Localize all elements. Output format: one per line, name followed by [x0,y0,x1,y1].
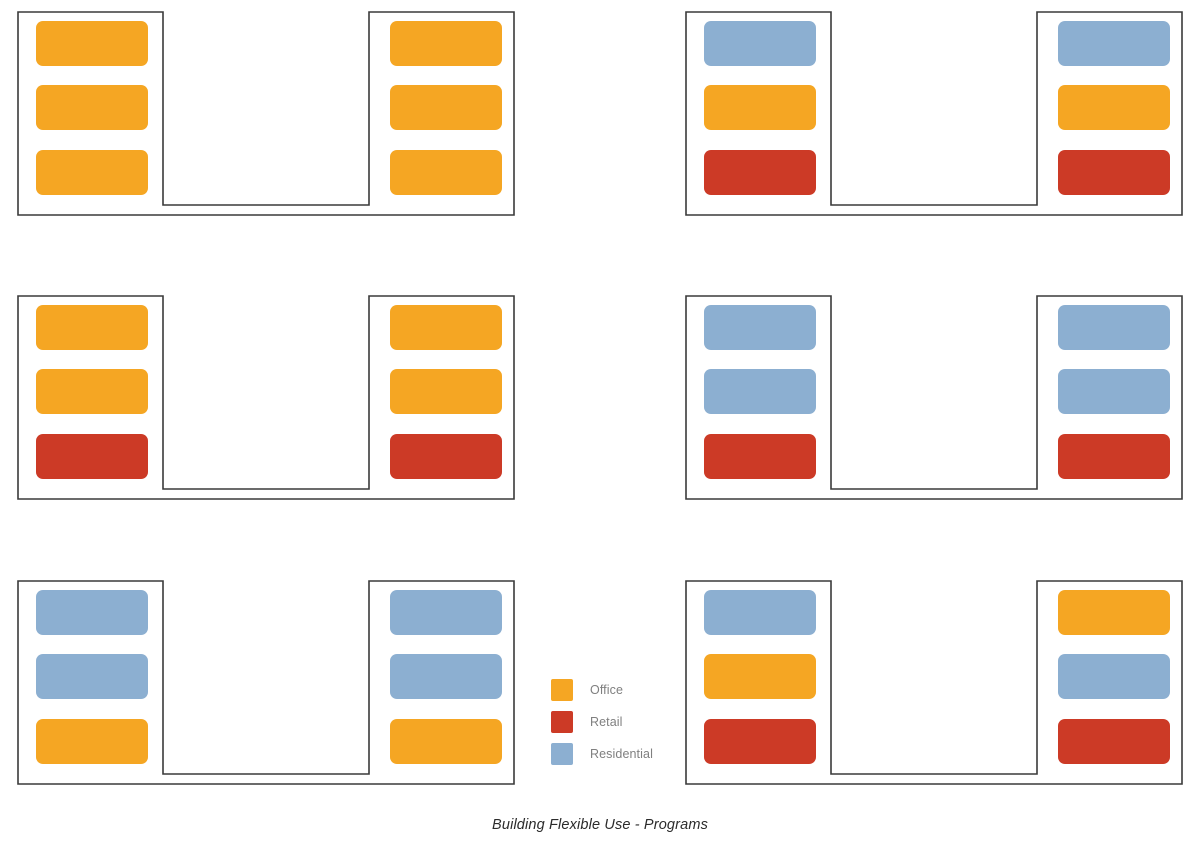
program-block-retail[interactable] [36,434,148,479]
legend-label: Residential [590,747,653,761]
building-wing-right [1040,8,1173,219]
program-block-office[interactable] [36,85,148,130]
building-panel-5[interactable] [14,577,518,788]
program-block-office[interactable] [36,305,148,350]
building-wing-left [18,292,151,503]
program-block-residential[interactable] [1058,369,1170,414]
building-panel-1[interactable] [14,8,518,219]
program-block-residential[interactable] [36,590,148,635]
building-panel-3[interactable] [14,292,518,503]
program-block-residential[interactable] [1058,654,1170,699]
program-block-retail[interactable] [1058,150,1170,195]
program-block-retail[interactable] [390,434,502,479]
program-block-office[interactable] [36,150,148,195]
program-block-retail[interactable] [1058,719,1170,764]
legend-swatch-office-icon [551,679,573,701]
building-panel-2[interactable] [682,8,1186,219]
program-block-residential[interactable] [390,654,502,699]
program-block-residential[interactable] [1058,21,1170,66]
program-block-office[interactable] [704,654,816,699]
building-wing-left [686,577,819,788]
program-block-office[interactable] [1058,590,1170,635]
building-wing-right [1040,577,1173,788]
building-wing-right [1040,292,1173,503]
building-wing-left [686,292,819,503]
program-block-office[interactable] [704,85,816,130]
program-block-office[interactable] [390,150,502,195]
legend-item-residential[interactable]: Residential [551,738,671,770]
program-block-retail[interactable] [1058,434,1170,479]
building-wing-left [18,8,151,219]
legend-swatch-retail-icon [551,711,573,733]
legend-item-office[interactable]: Office [551,674,671,706]
program-block-residential[interactable] [704,305,816,350]
program-block-office[interactable] [36,369,148,414]
program-block-residential[interactable] [36,654,148,699]
building-panel-4[interactable] [682,292,1186,503]
program-block-office[interactable] [1058,85,1170,130]
program-block-retail[interactable] [704,719,816,764]
building-wing-right [372,292,505,503]
legend-label: Retail [590,715,623,729]
program-block-office[interactable] [390,369,502,414]
building-panel-6[interactable] [682,577,1186,788]
building-wing-left [686,8,819,219]
program-block-office[interactable] [36,21,148,66]
building-wing-right [372,577,505,788]
program-block-office[interactable] [390,85,502,130]
program-block-office[interactable] [390,21,502,66]
building-wing-right [372,8,505,219]
program-block-office[interactable] [390,719,502,764]
building-wing-left [18,577,151,788]
program-block-retail[interactable] [704,150,816,195]
program-block-residential[interactable] [704,21,816,66]
legend-item-retail[interactable]: Retail [551,706,671,738]
program-block-residential[interactable] [704,590,816,635]
program-block-retail[interactable] [704,434,816,479]
program-block-residential[interactable] [390,590,502,635]
legend-label: Office [590,683,624,697]
legend-swatch-residential-icon [551,743,573,765]
program-block-residential[interactable] [1058,305,1170,350]
program-block-office[interactable] [36,719,148,764]
program-block-residential[interactable] [704,369,816,414]
diagram-caption: Building Flexible Use - Programs [492,817,708,833]
program-block-office[interactable] [390,305,502,350]
